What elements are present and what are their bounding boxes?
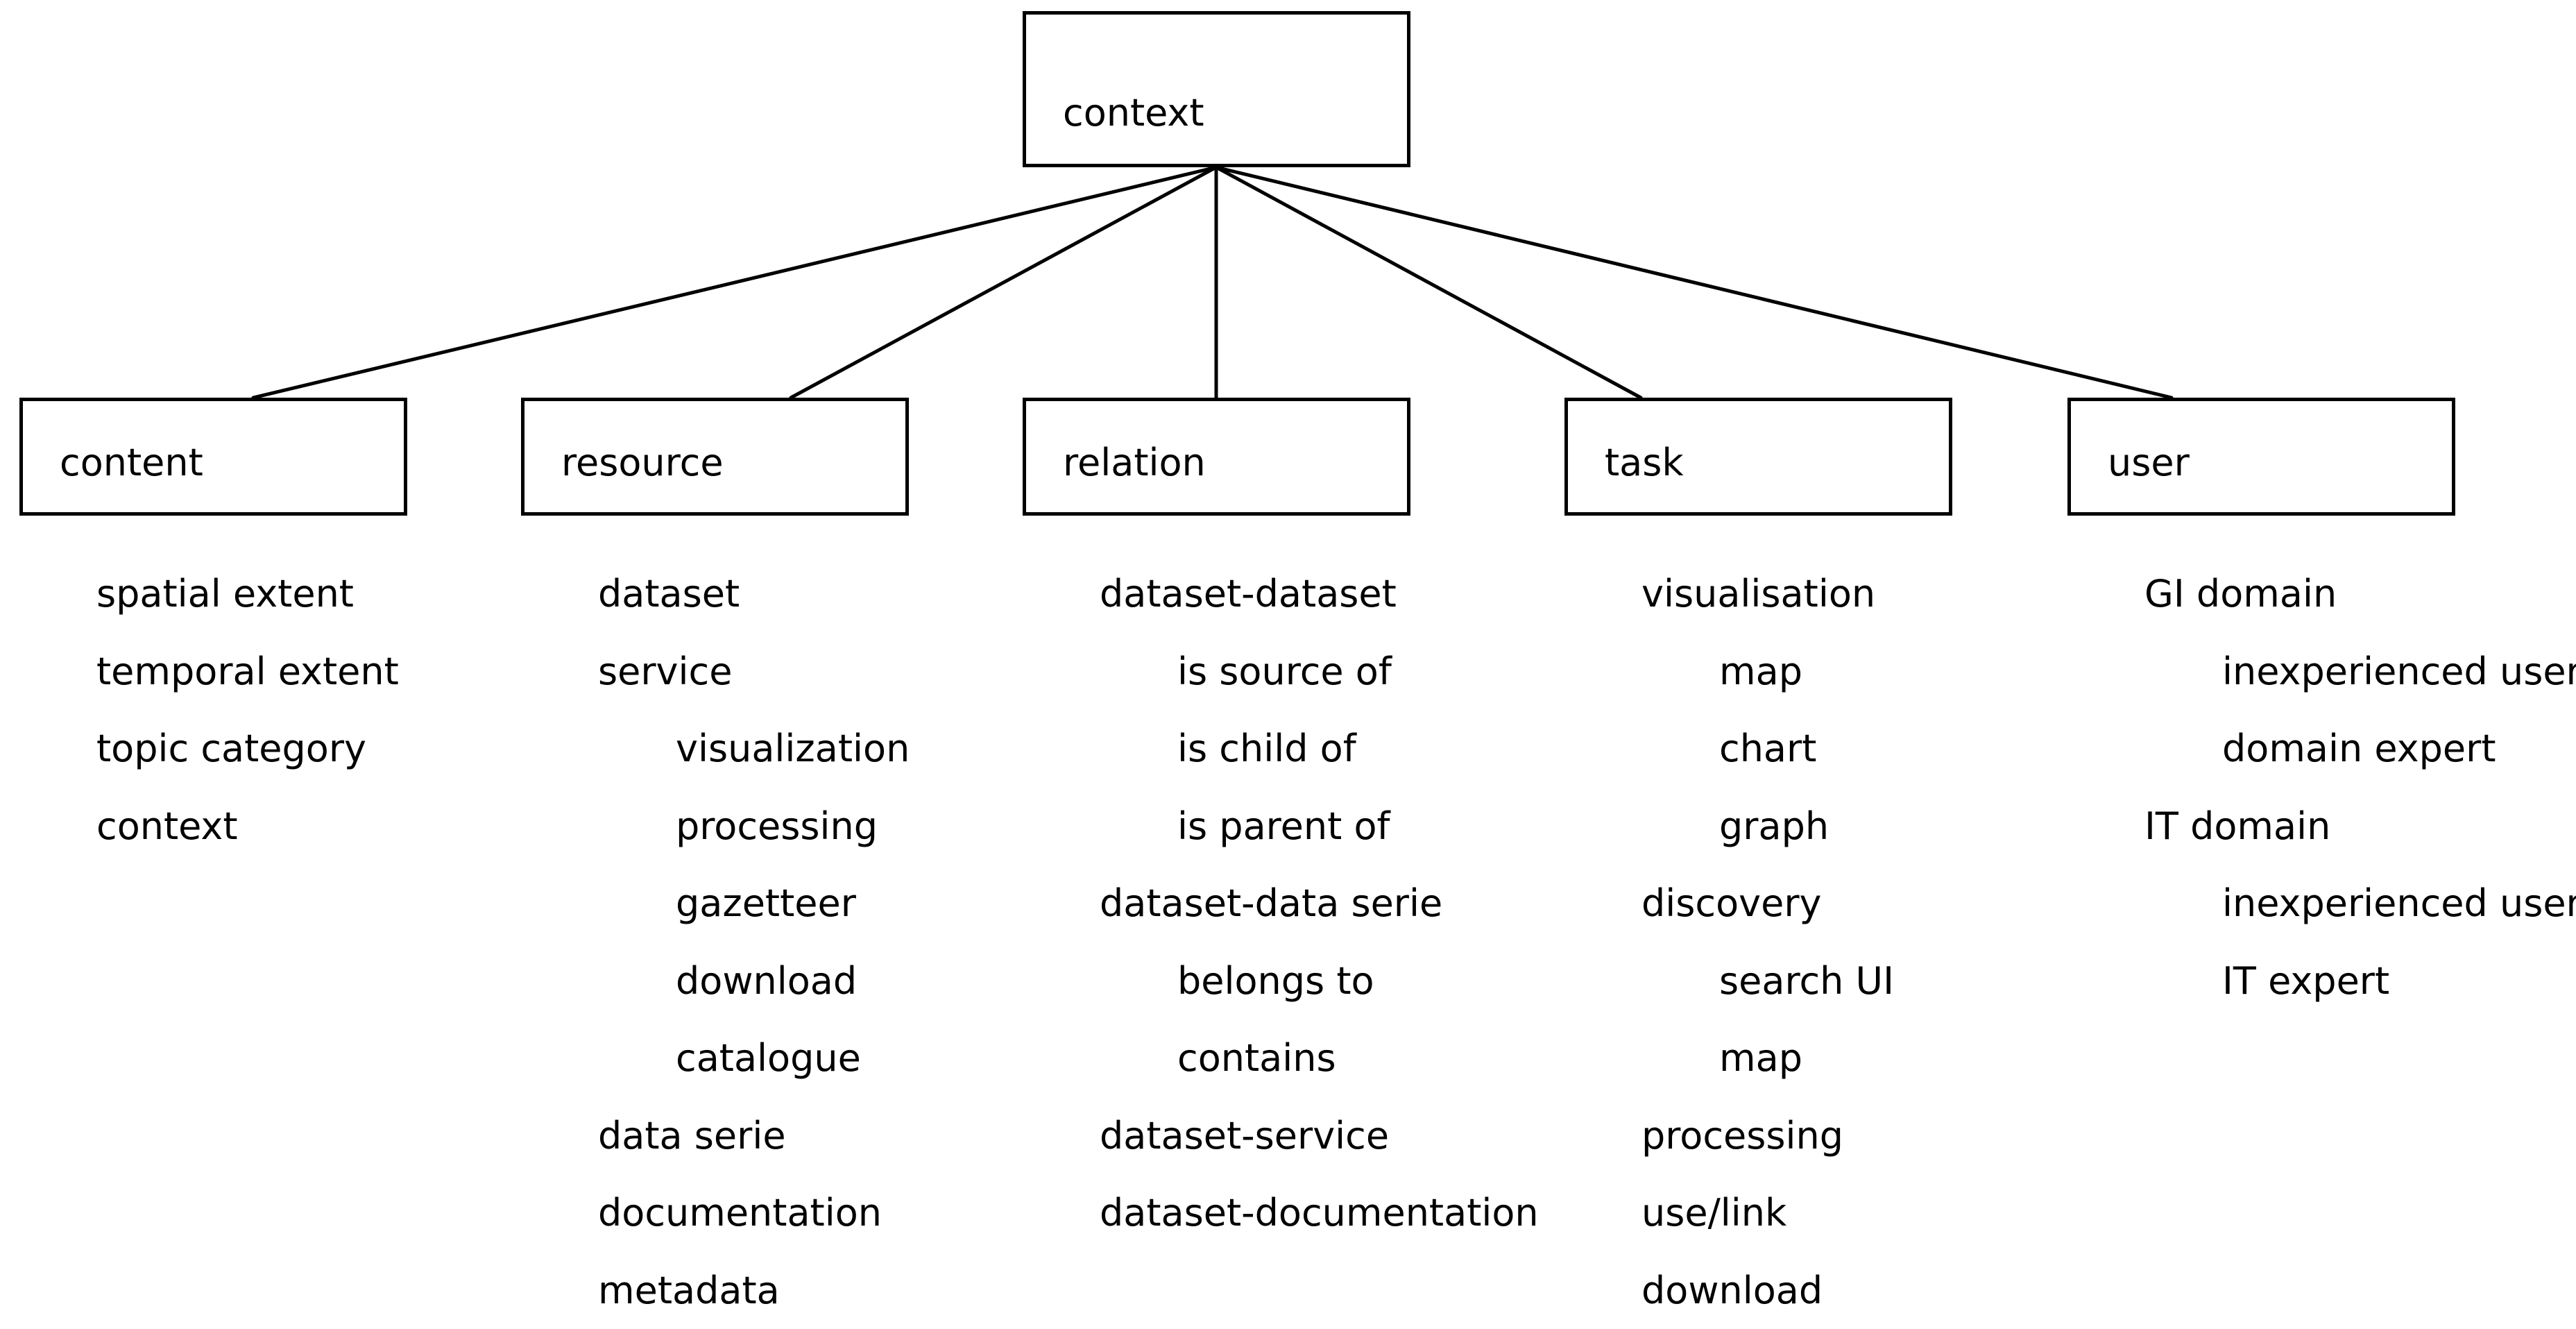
- category-label-content: content: [60, 442, 203, 484]
- resource-item: catalogue: [598, 1019, 910, 1097]
- content-item: spatial extent: [96, 555, 399, 633]
- category-label-user: user: [2108, 442, 2190, 484]
- resource-item: processing: [598, 788, 910, 865]
- user-item: IT domain: [2144, 788, 2576, 865]
- user-item: inexperienced user: [2144, 633, 2576, 711]
- relation-item: contains: [1100, 1019, 1539, 1097]
- resource-item: gazetteer: [598, 865, 910, 942]
- resource-item: data serie: [598, 1097, 910, 1175]
- content-item: context: [96, 788, 399, 865]
- task-item: map: [1641, 633, 1894, 711]
- category-label-task: task: [1605, 442, 1684, 484]
- task-item: graph: [1641, 788, 1894, 865]
- relation-item: dataset-documentation: [1100, 1174, 1539, 1252]
- root-node-context: context: [1023, 11, 1410, 167]
- user-item: inexperienced user: [2144, 865, 2576, 942]
- connector-context-task: [1216, 167, 1641, 398]
- task-item: chart: [1641, 710, 1894, 788]
- resource-item: dataset: [598, 555, 910, 633]
- task-item: download: [1641, 1252, 1894, 1329]
- content-item: temporal extent: [96, 633, 399, 711]
- connector-context-user: [1216, 167, 2172, 398]
- category-label-resource: resource: [561, 442, 724, 484]
- content-item: topic category: [96, 710, 399, 788]
- task-item: visualisation: [1641, 555, 1894, 633]
- task-item: search UI: [1641, 942, 1894, 1020]
- relation-item: is source of: [1100, 633, 1539, 711]
- relation-item: belongs to: [1100, 942, 1539, 1020]
- resource-item: service: [598, 633, 910, 711]
- resource-item: visualization: [598, 710, 910, 788]
- task-item: map: [1641, 1019, 1894, 1097]
- relation-item: dataset-service: [1100, 1097, 1539, 1175]
- relation-item: dataset-dataset: [1100, 555, 1539, 633]
- category-node-resource: resource: [521, 398, 909, 516]
- relation-item: dataset-data serie: [1100, 865, 1539, 942]
- user-item: domain expert: [2144, 710, 2576, 788]
- resource-item: download: [598, 942, 910, 1020]
- task-item: discovery: [1641, 865, 1894, 942]
- category-node-task: task: [1564, 398, 1952, 516]
- task-item: processing: [1641, 1097, 1894, 1175]
- root-node-label: context: [1063, 92, 1204, 134]
- category-node-content: content: [19, 398, 407, 516]
- user-item: GI domain: [2144, 555, 2576, 633]
- category-label-relation: relation: [1063, 442, 1206, 484]
- connector-context-content: [253, 167, 1216, 398]
- category-node-user: user: [2067, 398, 2455, 516]
- category-node-relation: relation: [1023, 398, 1410, 516]
- relation-item: is parent of: [1100, 788, 1539, 865]
- task-item: use/link: [1641, 1174, 1894, 1252]
- relation-item: is child of: [1100, 710, 1539, 788]
- resource-item: metadata: [598, 1252, 910, 1329]
- user-item: IT expert: [2144, 942, 2576, 1020]
- connector-context-resource: [791, 167, 1216, 398]
- resource-item: documentation: [598, 1174, 910, 1252]
